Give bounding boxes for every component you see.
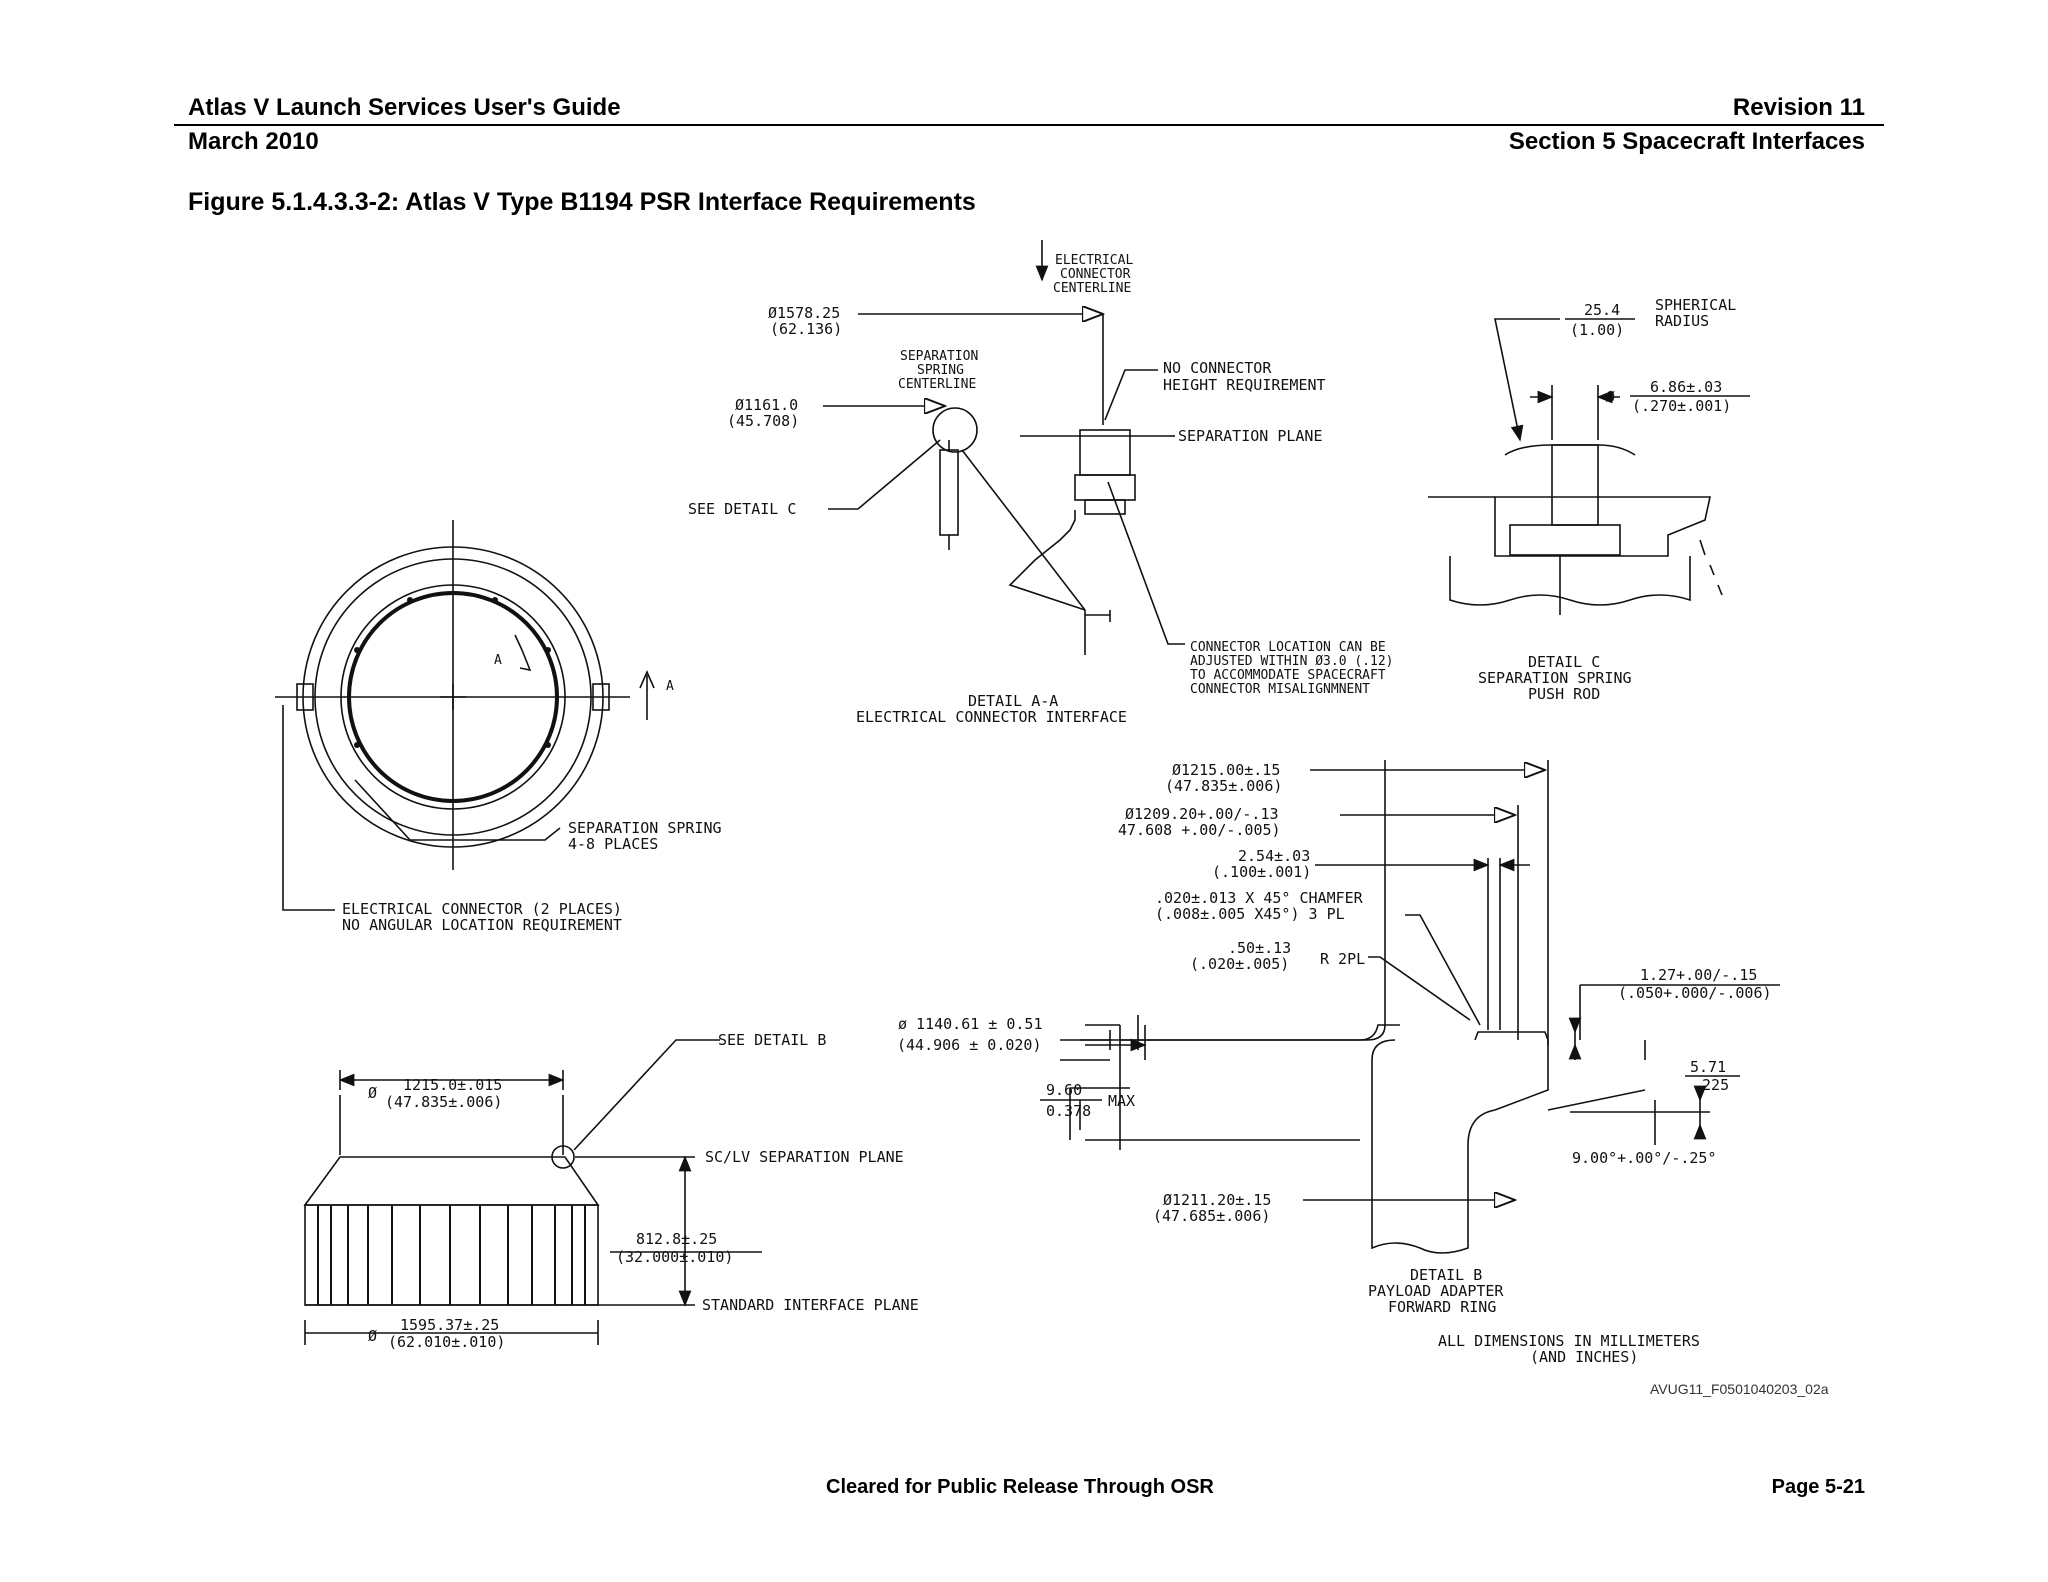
- dim-571-in: .225: [1693, 1076, 1729, 1094]
- revision-label: Revision 11: [1732, 94, 1865, 121]
- dim-127-in: (.050+.000/-.006): [1618, 984, 1772, 1002]
- detail-aa-caption-1: DETAIL A-A: [968, 692, 1058, 710]
- dim-1209: Ø1209.20+.00/-.13: [1125, 805, 1279, 823]
- elec-cl-label-3: CENTERLINE: [1053, 281, 1131, 296]
- spherical-2: RADIUS: [1655, 312, 1709, 330]
- no-connector-2: HEIGHT REQUIREMENT: [1163, 376, 1326, 394]
- dim-1161-in: (45.708): [727, 412, 799, 430]
- see-detail-b: SEE DETAIL B: [718, 1031, 826, 1049]
- separation-plane-label: SEPARATION PLANE: [1178, 427, 1323, 445]
- radius-dim-in: (.020±.005): [1190, 955, 1289, 973]
- sep-spring-cl-2: SPRING: [917, 363, 964, 378]
- detail-aa-caption-2: ELECTRICAL CONNECTOR INTERFACE: [856, 708, 1127, 726]
- page-number: Page 5-21: [1771, 1476, 1865, 1498]
- detail-b-caption-3: FORWARD RING: [1388, 1298, 1496, 1316]
- drawing-id: AVUG11_F0501040203_02a: [1650, 1381, 1829, 1397]
- radius-in: (1.00): [1570, 321, 1624, 339]
- pushrod-dia-symbol: Ø: [1606, 388, 1615, 406]
- detail-c-caption-1: DETAIL C: [1528, 653, 1600, 671]
- detail-b-caption-2: PAYLOAD ADAPTER: [1368, 1282, 1504, 1300]
- elec-connector-label-1: ELECTRICAL CONNECTOR (2 PLACES): [342, 900, 622, 918]
- radius-value: 25.4: [1584, 301, 1620, 319]
- dim-960: 9.60: [1046, 1081, 1082, 1099]
- height-dim-in: (32.000±.010): [616, 1248, 733, 1266]
- radius-suffix: R 2PL: [1320, 950, 1365, 968]
- sep-spring-cl-3: CENTERLINE: [898, 377, 976, 392]
- dimensions-note-2: (AND INCHES): [1530, 1348, 1638, 1366]
- spherical-1: SPHERICAL: [1655, 296, 1736, 314]
- dim-127: 1.27+.00/-.15: [1640, 966, 1757, 984]
- section-a-label-2: A: [666, 679, 674, 694]
- dim-1578-in: (62.136): [770, 320, 842, 338]
- dim-1211-in: (47.685±.006): [1153, 1207, 1270, 1225]
- dim-1209-in: 47.608 +.00/-.005): [1118, 821, 1281, 839]
- section-label: Section 5 Spacecraft Interfaces: [1508, 128, 1865, 155]
- dim-1215: Ø1215.00±.15: [1172, 761, 1280, 779]
- conn-note-2: ADJUSTED WITHIN Ø3.0 (.12): [1190, 654, 1394, 669]
- spring-label-1: SEPARATION SPRING: [568, 819, 722, 837]
- release-statement: Cleared for Public Release Through OSR: [826, 1476, 1214, 1498]
- section-a-label-1: A: [494, 653, 502, 668]
- radius-dim: .50±.13: [1228, 939, 1291, 957]
- top-dia: 1215.0±.015: [403, 1076, 502, 1094]
- detail-c-caption-2: SEPARATION SPRING: [1478, 669, 1632, 687]
- height-dim: 812.8±.25: [636, 1230, 717, 1248]
- figure-title: Figure 5.1.4.3.3-2: Atlas V Type B1194 P…: [188, 188, 976, 216]
- chamfer-1: .020±.013 X 45° CHAMFER: [1155, 889, 1364, 907]
- dim-254-in: (.100±.001): [1212, 863, 1311, 881]
- conn-note-3: TO ACCOMMODATE SPACECRAFT: [1190, 668, 1386, 683]
- sep-spring-cl-1: SEPARATION: [900, 349, 978, 364]
- dim-960-in: 0.378: [1046, 1102, 1091, 1120]
- conn-note-1: CONNECTOR LOCATION CAN BE: [1190, 640, 1386, 655]
- top-dia-in: (47.835±.006): [385, 1093, 502, 1111]
- bot-dia: 1595.37±.25: [400, 1316, 499, 1334]
- dim-1578: Ø1578.25: [768, 304, 840, 322]
- spring-label-2: 4-8 PLACES: [568, 835, 658, 853]
- dim-1161: Ø1161.0: [735, 396, 798, 414]
- bot-dia-symbol: Ø: [368, 1327, 377, 1345]
- dim-1140: ø 1140.61 ± 0.51: [898, 1015, 1043, 1033]
- elec-cl-label-1: ELECTRICAL: [1055, 253, 1133, 268]
- angle-dim: 9.00°+.00°/-.25°: [1572, 1149, 1717, 1167]
- header-rule: [174, 124, 1884, 126]
- dim-1140-in: (44.906 ± 0.020): [897, 1036, 1042, 1054]
- elec-connector-label-2: NO ANGULAR LOCATION REQUIREMENT: [342, 916, 622, 934]
- conn-note-4: CONNECTOR MISALIGNMNENT: [1190, 682, 1370, 697]
- max-label: MAX: [1108, 1092, 1135, 1110]
- top-dia-symbol: Ø: [368, 1084, 377, 1102]
- dim-1215-in: (47.835±.006): [1165, 777, 1282, 795]
- sc-lv-separation-plane: SC/LV SEPARATION PLANE: [705, 1148, 904, 1166]
- dim-571: 5.71: [1690, 1058, 1726, 1076]
- dim-254: 2.54±.03: [1238, 847, 1310, 865]
- pushrod-dia-in: (.270±.001): [1632, 397, 1731, 415]
- detail-c-caption-3: PUSH ROD: [1528, 685, 1600, 703]
- dimensions-note-1: ALL DIMENSIONS IN MILLIMETERS: [1438, 1332, 1700, 1350]
- chamfer-2: (.008±.005 X45°) 3 PL: [1155, 905, 1345, 923]
- elec-cl-label-2: CONNECTOR: [1060, 267, 1131, 282]
- standard-interface-plane: STANDARD INTERFACE PLANE: [702, 1296, 919, 1314]
- no-connector-1: NO CONNECTOR: [1163, 359, 1272, 377]
- pushrod-dia: 6.86±.03: [1650, 378, 1722, 396]
- document-date: March 2010: [188, 128, 319, 155]
- bot-dia-in: (62.010±.010): [388, 1333, 505, 1351]
- see-detail-c: SEE DETAIL C: [688, 500, 796, 518]
- dim-1211: Ø1211.20±.15: [1163, 1191, 1271, 1209]
- document-title: Atlas V Launch Services User's Guide: [188, 94, 621, 121]
- detail-b-caption-1: DETAIL B: [1410, 1266, 1482, 1284]
